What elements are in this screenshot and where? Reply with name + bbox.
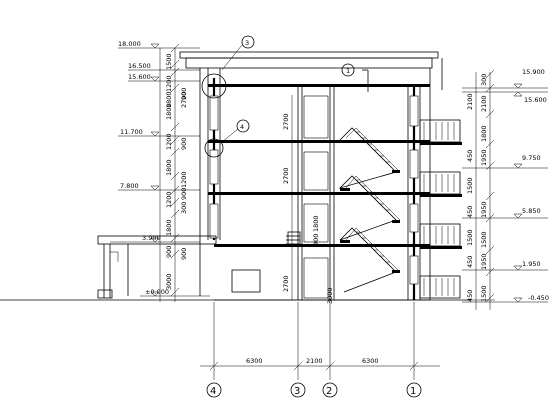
svg-text:300: 300: [180, 202, 188, 214]
svg-text:1200: 1200: [165, 133, 173, 150]
svg-text:3000: 3000: [326, 287, 334, 304]
elev-right-5: 1.950: [522, 260, 541, 268]
axis-bubbles: 4 3 2 1: [206, 382, 422, 398]
svg-text:2: 2: [326, 386, 332, 397]
svg-text:1800: 1800: [165, 103, 173, 120]
bottom-dimensions: 6300 2100 6300: [200, 302, 440, 380]
svg-text:1950: 1950: [480, 201, 488, 218]
svg-text:300: 300: [480, 74, 488, 86]
svg-text:1500: 1500: [480, 231, 488, 248]
svg-text:2100: 2100: [480, 95, 488, 112]
svg-text:4: 4: [210, 386, 216, 397]
svg-text:450: 450: [466, 256, 474, 268]
axis-4: [206, 382, 222, 398]
svg-text:1: 1: [410, 386, 416, 397]
elev-left-7: ±0.000: [145, 288, 169, 296]
svg-text:1500: 1500: [466, 229, 474, 246]
left-elevation-marks: 18.000 16.500 15.600 11.700 7.800 3.900 …: [110, 40, 210, 297]
svg-text:4: 4: [240, 123, 244, 131]
elev-left-1: 18.000: [118, 40, 141, 48]
svg-text:2700: 2700: [282, 113, 290, 130]
svg-text:3: 3: [245, 39, 249, 47]
svg-text:1500: 1500: [466, 177, 474, 194]
svg-text:2700: 2700: [282, 275, 290, 292]
svg-text:450: 450: [466, 290, 474, 302]
callout-4: 4: [204, 119, 250, 158]
svg-text:1500: 1500: [165, 53, 173, 70]
bottom-dim-3: 6300: [362, 357, 379, 365]
svg-text:1950: 1950: [480, 253, 488, 270]
svg-text:3: 3: [294, 386, 300, 397]
callout-1: 1: [341, 63, 355, 77]
svg-text:2700: 2700: [180, 91, 188, 108]
svg-text:1800: 1800: [312, 215, 320, 232]
elev-left-2: 16.500: [128, 62, 151, 70]
svg-text:3000: 3000: [165, 273, 173, 290]
stair: [338, 127, 401, 293]
inner-dimensions: 2700 2700 1800 900 2700 3000: [282, 95, 334, 304]
elev-right-2: 15.600: [524, 96, 547, 104]
callout-3: 3: [201, 35, 255, 99]
svg-text:1800: 1800: [165, 219, 173, 236]
svg-text:2700: 2700: [282, 167, 290, 184]
balconies: [419, 119, 462, 299]
svg-text:450: 450: [466, 150, 474, 162]
svg-text:1200: 1200: [165, 75, 173, 92]
elev-right-4: 5.850: [522, 207, 541, 215]
elev-right-3: 9.750: [522, 154, 541, 162]
left-dimension-text: 1500 1200 2700 900 1800 1200 900 1800 12…: [165, 53, 188, 290]
svg-text:1200: 1200: [180, 171, 188, 188]
bottom-dim-2: 2100: [306, 357, 323, 365]
elev-left-6: 3.900: [142, 234, 161, 242]
elev-left-4: 11.700: [120, 128, 143, 136]
right-dimension-text: 300 2100 1800 1950 1500 450 1950 1500 45…: [466, 74, 488, 302]
svg-text:2100: 2100: [466, 93, 474, 110]
svg-text:1: 1: [346, 67, 350, 75]
svg-text:1800: 1800: [165, 159, 173, 176]
svg-text:900: 900: [180, 88, 188, 100]
elev-right-1: 15.900: [522, 68, 545, 76]
entrance-canopy: [97, 231, 301, 299]
left-dimension-chain: [159, 43, 180, 302]
axis-1: [406, 382, 422, 398]
svg-text:900: 900: [165, 246, 173, 258]
svg-text:1200: 1200: [165, 191, 173, 208]
building-section: [179, 51, 443, 301]
elev-left-3: 15.600: [128, 73, 151, 81]
elev-left-5: 7.800: [120, 182, 139, 190]
bottom-dim-1: 6300: [246, 357, 263, 365]
svg-text:1500: 1500: [480, 285, 488, 302]
svg-text:900: 900: [180, 248, 188, 260]
elev-right-6: -0.450: [528, 294, 549, 302]
svg-text:900: 900: [180, 188, 188, 200]
svg-text:1800: 1800: [165, 91, 173, 108]
axis-3: [290, 382, 306, 398]
svg-text:450: 450: [466, 206, 474, 218]
right-dimension-chain: 15.900 15.600 9.750 5.850 1.950 -0.450: [462, 68, 549, 310]
svg-text:1800: 1800: [480, 125, 488, 142]
svg-text:900: 900: [180, 138, 188, 150]
axis-2: [322, 382, 338, 398]
svg-text:1950: 1950: [480, 149, 488, 166]
svg-text:900: 900: [312, 234, 320, 246]
